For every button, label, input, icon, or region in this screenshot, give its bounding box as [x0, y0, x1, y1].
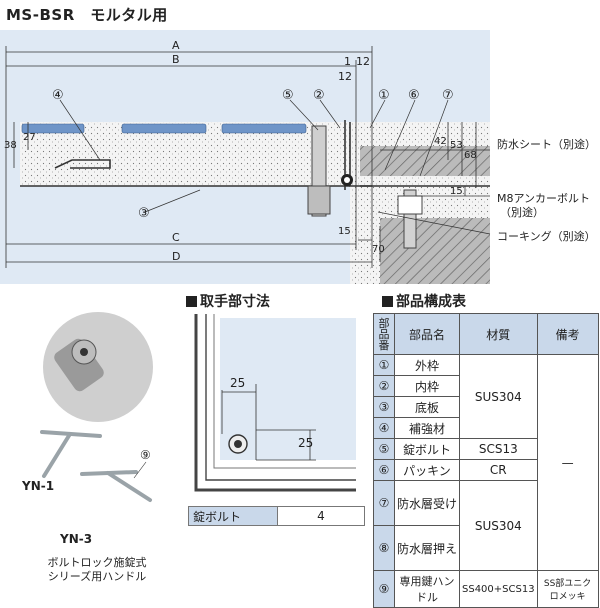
note-dash: —	[536, 354, 599, 571]
dim-15b: 15	[338, 226, 351, 237]
header-num: 部品番	[373, 313, 395, 355]
handle-section-title: 取手部寸法	[186, 291, 270, 311]
dimension-lines	[5, 46, 477, 268]
dim-12b: 12	[338, 70, 352, 83]
parts-section-title: 部品構成表	[382, 291, 466, 311]
dim-42: 42	[434, 136, 447, 147]
header-name: 部品名	[394, 313, 460, 355]
note-caulking: コーキング（別途）	[497, 230, 596, 243]
callout-3: ③	[138, 206, 150, 221]
yn-keys	[40, 430, 152, 502]
material-group-2: SUS304	[459, 480, 538, 571]
callout-9: ⑨	[140, 448, 151, 462]
handle-dim-25b: 25	[298, 436, 314, 450]
dim-70: 70	[372, 244, 385, 255]
material-group-1: SUS304	[459, 354, 538, 439]
handle-dim-25a: 25	[230, 376, 246, 390]
table-row: ⑨ 専用鍵ハンドル SS400+SCS13 SS部ユニクロメッキ	[373, 570, 599, 608]
note-waterproof-sheet: 防水シート（別途）	[497, 138, 596, 151]
dim-68: 68	[464, 150, 477, 161]
dim-a: A	[172, 39, 180, 52]
label-yn3: YN-3	[60, 532, 93, 546]
dim-15a: 15	[450, 186, 463, 197]
hatched-base	[380, 218, 490, 284]
note-anchor-bolt: M8アンカーボルト	[497, 192, 591, 205]
table-row: ⑦ 防水層受け SUS304	[373, 480, 599, 571]
dim-1: 1	[344, 55, 351, 68]
header-note: 備考	[536, 313, 599, 355]
key-bolt-value: 4	[277, 506, 365, 526]
dim-d: D	[172, 250, 181, 263]
callout-6: ⑥	[408, 88, 420, 103]
dim-53: 53	[450, 140, 463, 151]
note-anchor-bolt-sub: （別途）	[500, 206, 544, 219]
callout-4: ④	[52, 88, 64, 103]
callout-leaders	[59, 99, 491, 235]
callout-7: ⑦	[442, 88, 454, 103]
dim-b: B	[172, 53, 180, 66]
callout-5: ⑤	[282, 88, 294, 103]
header-material: 材質	[459, 313, 538, 355]
dim-12a: 12	[356, 55, 370, 68]
label-yn1: YN-1	[22, 479, 55, 493]
handle-caption: ボルトロック施錠式 シリーズ用ハンドル	[47, 556, 147, 583]
handle-frame	[194, 314, 356, 492]
dim-38: 38	[4, 140, 17, 151]
callout-2: ②	[313, 88, 325, 103]
callout-1: ①	[378, 88, 390, 103]
hatched-slab	[360, 146, 490, 176]
dim-27: 27	[23, 132, 36, 143]
dim-c: C	[172, 231, 180, 244]
key-bolt-label: 錠ボルト	[188, 506, 278, 526]
page-title: MS-BSR モルタル用	[6, 6, 168, 24]
